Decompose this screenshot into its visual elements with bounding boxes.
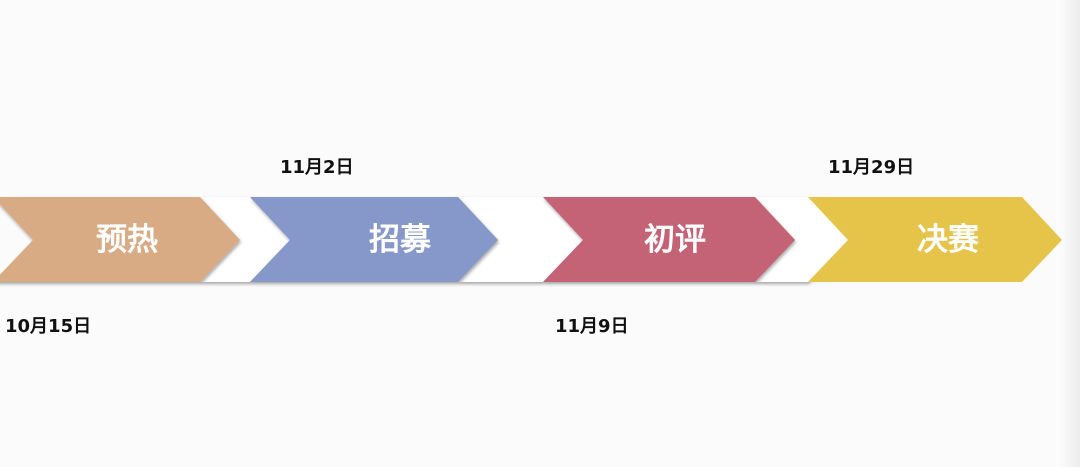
separator-chevron (200, 197, 290, 282)
page-edge-shadow (1062, 0, 1080, 467)
stage-label-recruit: 招募 (369, 222, 431, 258)
date-final-start: 11月29日 (828, 157, 915, 178)
stage-arrow-final (808, 197, 1062, 282)
stage-arrow-warmup (0, 197, 240, 282)
separator-chevron (458, 197, 583, 282)
separator-chevron (755, 197, 848, 282)
date-recruit-start: 11月2日 (280, 157, 354, 178)
stage-label-warmup: 预热 (96, 222, 158, 258)
date-preliminary-start: 11月9日 (555, 316, 629, 337)
stage-label-final: 决赛 (917, 222, 979, 258)
stage-arrow-recruit (250, 197, 498, 282)
date-warmup-start: 10月15日 (5, 316, 92, 337)
stage-arrow-preliminary (543, 197, 795, 282)
stage-label-preliminary: 初评 (644, 222, 706, 258)
